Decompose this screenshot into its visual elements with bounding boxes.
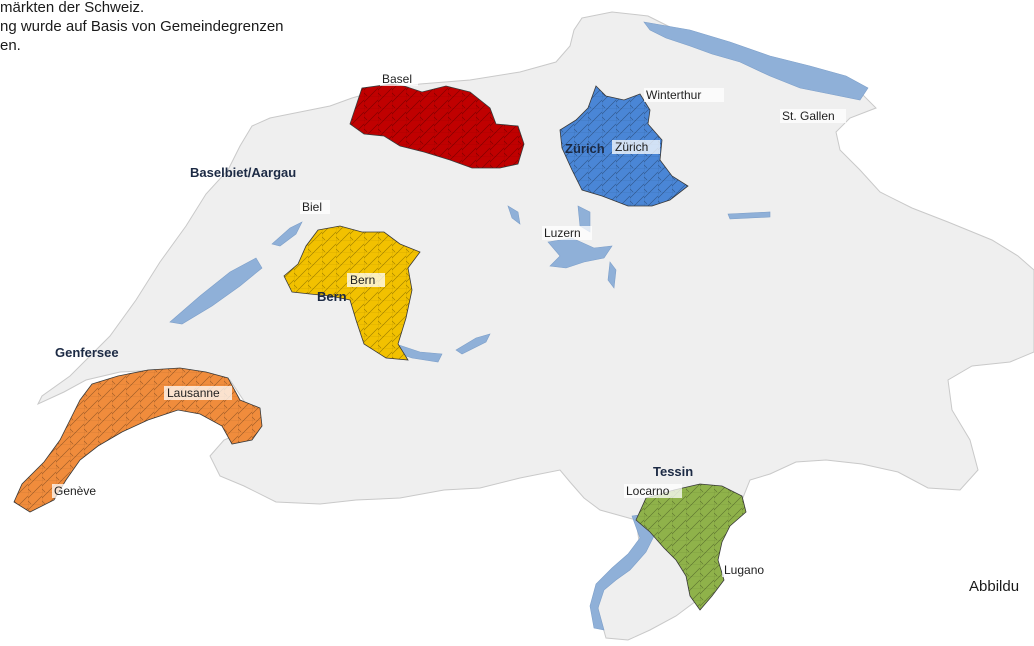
caption-line-3: en. (0, 37, 21, 54)
lake-brienz (455, 333, 491, 355)
region-genfersee (13, 367, 263, 513)
caption-line-1: märkten der Schweiz. (0, 0, 145, 16)
lake-walensee (727, 211, 771, 220)
city-label-zurich: Zürich (615, 140, 648, 154)
region-label-bern: Bern (317, 289, 347, 304)
city-label-lugano: Lugano (724, 563, 764, 577)
region-bern (283, 225, 421, 361)
lake-luzern (547, 237, 613, 269)
lake-biel (271, 221, 303, 247)
region-label-tessin: Tessin (653, 464, 693, 479)
figure-label: Abbildu (969, 578, 1020, 595)
lake-bodensee (643, 21, 869, 101)
city-label-winterthur: Winterthur (646, 88, 701, 102)
lake-sempach (507, 205, 521, 225)
city-label-basel: Basel (382, 72, 412, 86)
city-label-lausanne: Lausanne (167, 386, 220, 400)
caption-line-2: ng wurde auf Basis von Gemeindegrenzen (0, 18, 284, 35)
city-label-bern: Bern (350, 273, 375, 287)
city-label-locarno: Locarno (626, 484, 670, 498)
region-label-baselbiet-aargau: Baselbiet/Aargau (190, 165, 296, 180)
region-label-genfersee: Genfersee (55, 345, 119, 360)
lake-neuchatel (169, 257, 263, 325)
city-label-luzern: Luzern (544, 226, 581, 240)
region-label-zurich: Zürich (565, 141, 605, 156)
lake-sarnen (607, 261, 617, 289)
city-label-geneve: Genève (54, 484, 96, 498)
city-label-st-gallen: St. Gallen (782, 109, 835, 123)
region-basel-aargau (349, 83, 525, 169)
lake-maggiore (589, 511, 661, 631)
region-tessin (635, 483, 747, 611)
country-outline (36, 11, 1034, 641)
city-label-biel: Biel (302, 200, 322, 214)
map-caption: märkten der Schweiz. ng wurde auf Basis … (0, 0, 420, 55)
